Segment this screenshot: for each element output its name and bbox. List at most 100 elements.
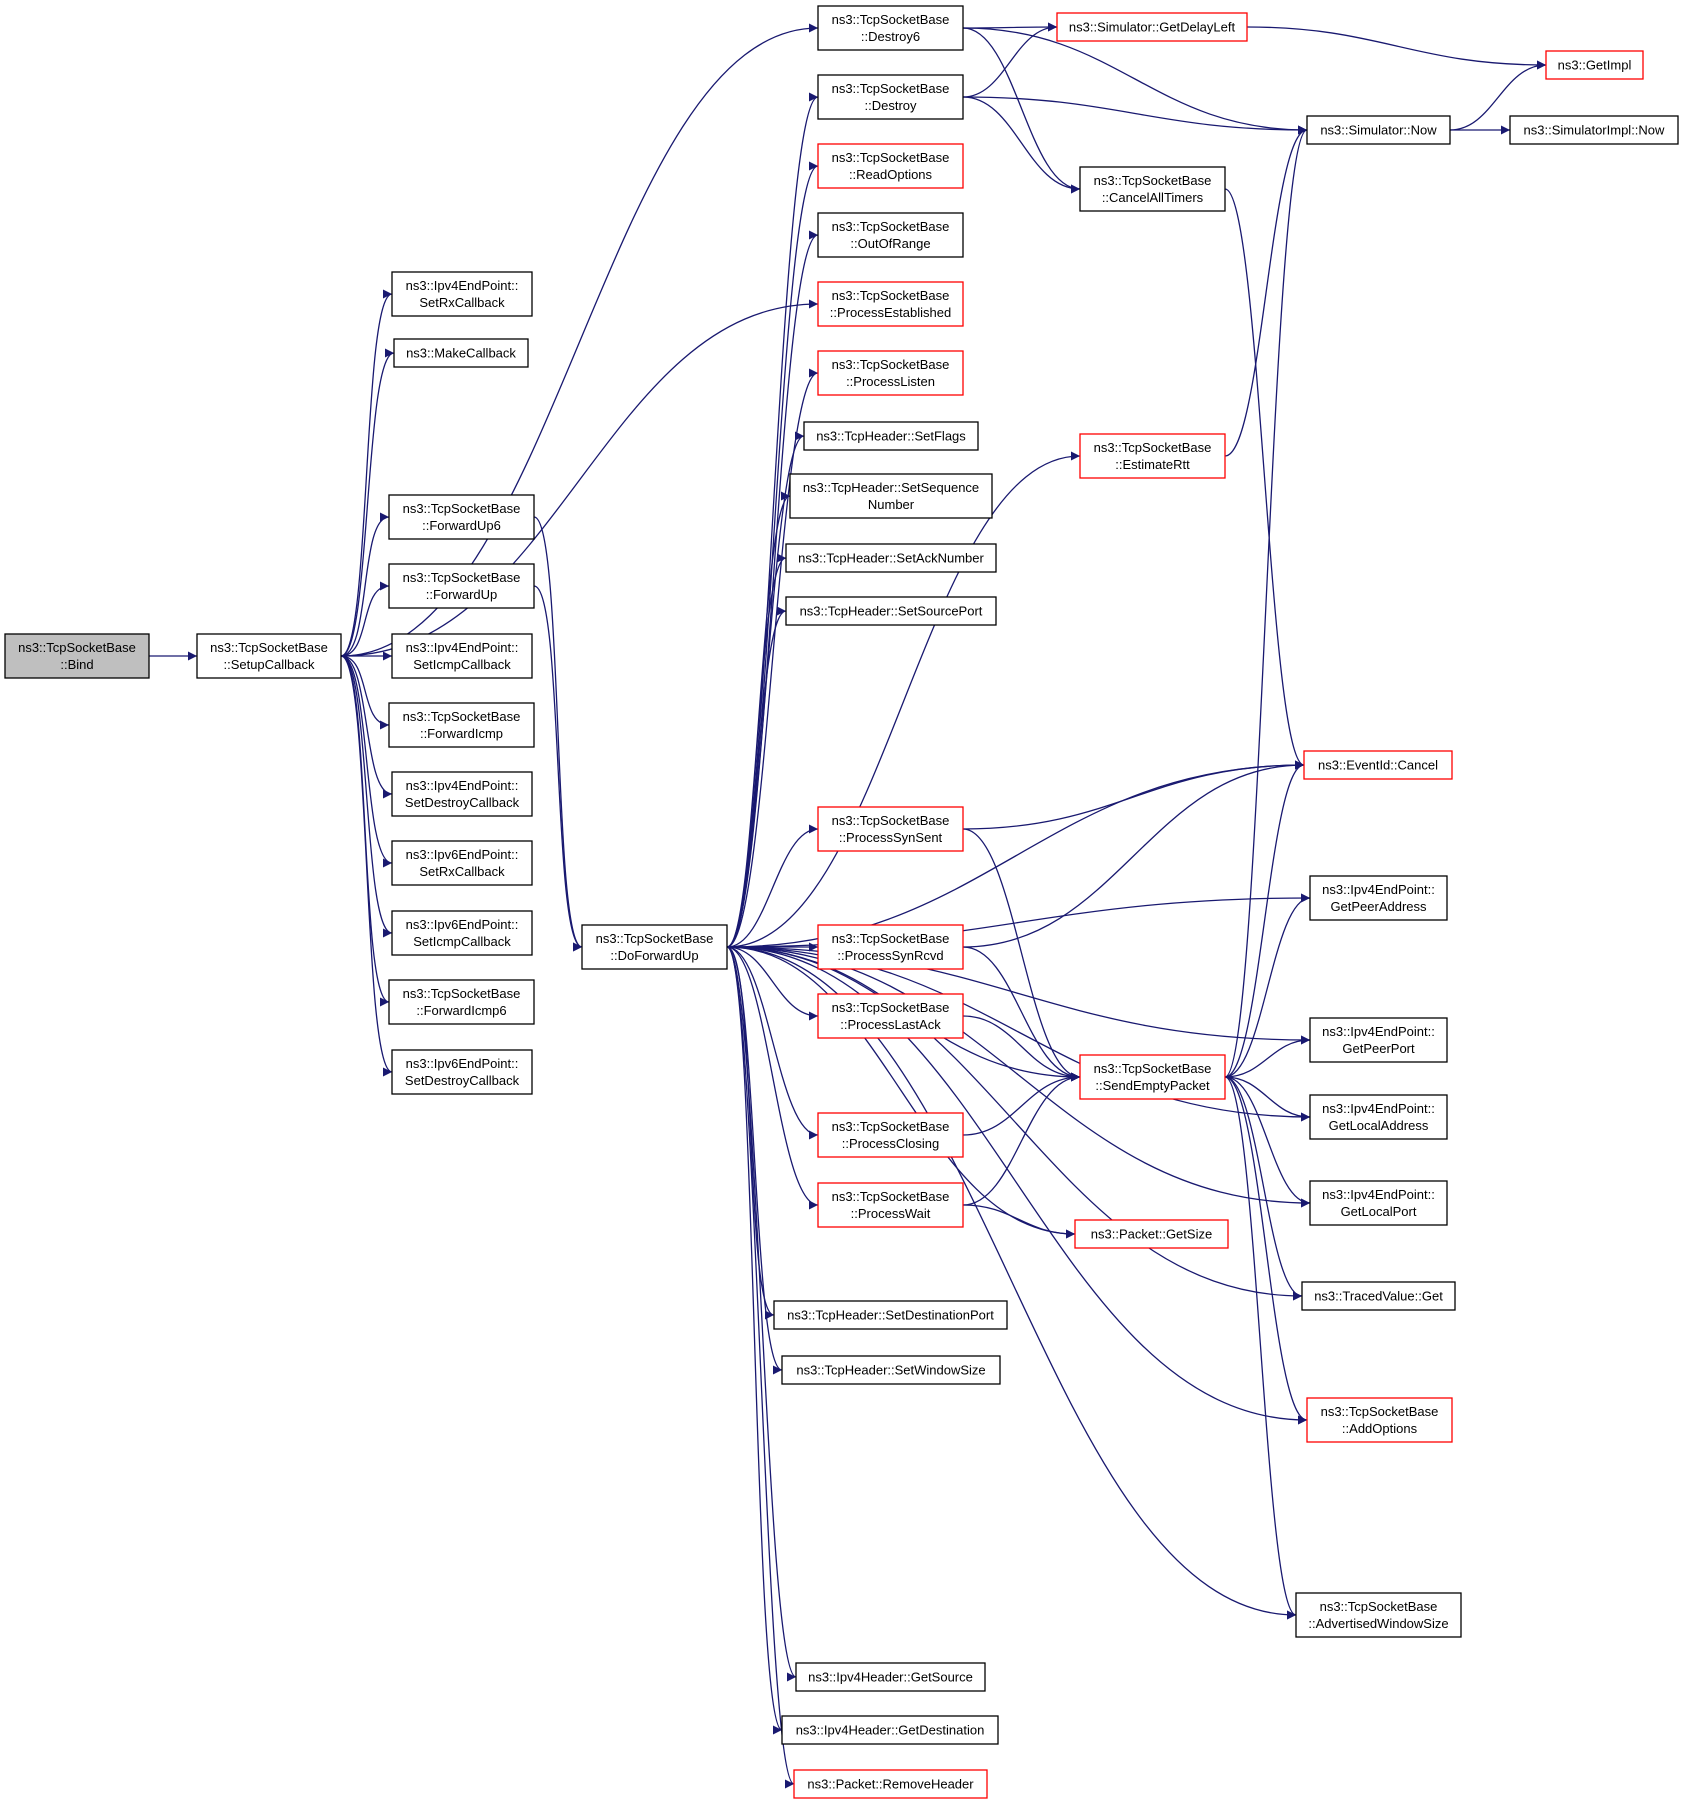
node-label: ::SetupCallback — [223, 657, 315, 672]
node-process-established[interactable]: ns3::TcpSocketBase::ProcessEstablished — [817, 281, 964, 327]
node-send-empty-packet[interactable]: ns3::TcpSocketBase::SendEmptyPacket — [1079, 1054, 1226, 1100]
edge-arrow — [340, 348, 395, 657]
node-event-id-cancel[interactable]: ns3::EventId::Cancel — [1303, 750, 1453, 780]
node-ipv4-set-destroy[interactable]: ns3::Ipv4EndPoint::SetDestroyCallback — [391, 771, 533, 817]
edge-process-closing-to-send-empty-packet — [962, 1072, 1081, 1136]
edge-do-forward-up-to-process-last-ack — [726, 946, 819, 1021]
node-label: ns3::TcpSocketBase — [403, 570, 521, 585]
node-label: ::ReadOptions — [849, 167, 933, 182]
edge-arrow — [962, 96, 1308, 135]
node-ipv4-set-icmp[interactable]: ns3::Ipv4EndPoint::SetIcmpCallback — [391, 633, 533, 679]
node-label: ns3::Ipv6EndPoint:: — [406, 1056, 519, 1071]
node-label: ns3::Simulator::Now — [1320, 123, 1437, 138]
node-get-impl[interactable]: ns3::GetImpl — [1545, 50, 1644, 80]
edge-arrow — [340, 581, 390, 657]
node-simulator-now[interactable]: ns3::Simulator::Now — [1306, 115, 1451, 145]
edge-simulator-now-to-get-impl — [1449, 60, 1547, 131]
node-packet-remove-header[interactable]: ns3::Packet::RemoveHeader — [793, 1769, 988, 1799]
node-box — [4, 633, 150, 679]
node-simulator-impl-now[interactable]: ns3::SimulatorImpl::Now — [1509, 115, 1679, 145]
node-process-wait[interactable]: ns3::TcpSocketBase::ProcessWait — [817, 1182, 964, 1228]
edge-arrow — [1224, 1076, 1303, 1301]
node-box — [803, 421, 979, 451]
node-label: ::Bind — [60, 657, 93, 672]
node-get-peer-address[interactable]: ns3::Ipv4EndPoint::GetPeerAddress — [1309, 875, 1448, 921]
node-estimate-rtt[interactable]: ns3::TcpSocketBase::EstimateRtt — [1079, 433, 1226, 479]
edge-arrow — [726, 946, 819, 1210]
node-get-peer-port[interactable]: ns3::Ipv4EndPoint::GetPeerPort — [1309, 1017, 1448, 1063]
edge-arrow — [1224, 125, 1308, 457]
node-label: ns3::TcpHeader::SetDestinationPort — [787, 1308, 994, 1323]
node-set-ack-number[interactable]: ns3::TcpHeader::SetAckNumber — [785, 543, 997, 573]
node-label: ns3::Simulator::GetDelayLeft — [1069, 20, 1236, 35]
node-setup-callback[interactable]: ns3::TcpSocketBase::SetupCallback — [196, 633, 342, 679]
edge-setup-callback-to-forward-icmp — [340, 655, 390, 730]
node-forward-icmp[interactable]: ns3::TcpSocketBase::ForwardIcmp — [388, 702, 535, 748]
node-packet-get-size[interactable]: ns3::Packet::GetSize — [1074, 1219, 1229, 1249]
node-process-syn-sent[interactable]: ns3::TcpSocketBase::ProcessSynSent — [817, 806, 964, 852]
node-add-options[interactable]: ns3::TcpSocketBase::AddOptions — [1306, 1397, 1453, 1443]
node-process-closing[interactable]: ns3::TcpSocketBase::ProcessClosing — [817, 1112, 964, 1158]
edge-arrow — [1224, 1076, 1311, 1208]
node-ipv6-set-destroy[interactable]: ns3::Ipv6EndPoint::SetDestroyCallback — [391, 1049, 533, 1095]
node-set-source-port[interactable]: ns3::TcpHeader::SetSourcePort — [785, 596, 997, 626]
node-destroy[interactable]: ns3::TcpSocketBase::Destroy — [817, 74, 964, 120]
edge-arrow — [1224, 1076, 1311, 1122]
node-label: ns3::TcpSocketBase — [18, 640, 136, 655]
node-label: ::AdvertisedWindowSize — [1308, 1616, 1448, 1631]
node-box — [391, 271, 533, 317]
node-label: ns3::SimulatorImpl::Now — [1524, 123, 1665, 138]
node-bind[interactable]: ns3::TcpSocketBase::Bind — [4, 633, 150, 679]
node-get-local-port[interactable]: ns3::Ipv4EndPoint::GetLocalPort — [1309, 1180, 1448, 1226]
edge-arrow — [726, 553, 787, 948]
node-label: ns3::TcpSocketBase — [832, 1000, 950, 1015]
node-forward-up6[interactable]: ns3::TcpSocketBase::ForwardUp6 — [388, 494, 535, 540]
node-label: ns3::TcpSocketBase — [403, 986, 521, 1001]
edge-arrow — [726, 946, 819, 1021]
node-traced-value-get[interactable]: ns3::TracedValue::Get — [1301, 1281, 1456, 1311]
node-out-of-range[interactable]: ns3::TcpSocketBase::OutOfRange — [817, 212, 964, 258]
edge-do-forward-up-to-set-destination-port — [726, 946, 775, 1320]
node-set-destination-port[interactable]: ns3::TcpHeader::SetDestinationPort — [773, 1300, 1008, 1330]
node-ipv6-set-icmp[interactable]: ns3::Ipv6EndPoint::SetIcmpCallback — [391, 910, 533, 956]
node-label: GetPeerAddress — [1330, 899, 1427, 914]
node-ipv6-set-rx[interactable]: ns3::Ipv6EndPoint::SetRxCallback — [391, 840, 533, 886]
node-forward-icmp6[interactable]: ns3::TcpSocketBase::ForwardIcmp6 — [388, 979, 535, 1025]
node-label: ::EstimateRtt — [1115, 457, 1190, 472]
node-label: ::ProcessLastAck — [840, 1017, 941, 1032]
node-ipv4-get-source[interactable]: ns3::Ipv4Header::GetSource — [795, 1662, 986, 1692]
node-destroy6[interactable]: ns3::TcpSocketBase::Destroy6 — [817, 5, 964, 51]
node-label: ns3::TcpHeader::SetSourcePort — [800, 604, 983, 619]
node-ipv4-get-destination[interactable]: ns3::Ipv4Header::GetDestination — [781, 1715, 999, 1745]
node-read-options[interactable]: ns3::TcpSocketBase::ReadOptions — [817, 143, 964, 189]
node-box — [817, 993, 964, 1039]
node-set-flags[interactable]: ns3::TcpHeader::SetFlags — [803, 421, 979, 451]
node-label: ns3::MakeCallback — [406, 346, 516, 361]
edge-send-empty-packet-to-event-id-cancel — [1224, 760, 1305, 1078]
node-process-listen[interactable]: ns3::TcpSocketBase::ProcessListen — [817, 350, 964, 396]
node-box — [817, 74, 964, 120]
node-process-last-ack[interactable]: ns3::TcpSocketBase::ProcessLastAck — [817, 993, 964, 1039]
node-box — [1309, 875, 1448, 921]
node-cancel-all-timers[interactable]: ns3::TcpSocketBase::CancelAllTimers — [1079, 166, 1226, 212]
node-label: ns3::TcpHeader::SetWindowSize — [796, 1363, 985, 1378]
node-ipv4-set-rx[interactable]: ns3::Ipv4EndPoint::SetRxCallback — [391, 271, 533, 317]
node-box — [781, 1355, 1001, 1385]
edge-arrow — [962, 760, 1305, 830]
node-label: ::ForwardUp — [426, 587, 498, 602]
node-make-callback[interactable]: ns3::MakeCallback — [393, 338, 529, 368]
node-set-window-size[interactable]: ns3::TcpHeader::SetWindowSize — [781, 1355, 1001, 1385]
node-get-delay-left[interactable]: ns3::Simulator::GetDelayLeft — [1056, 12, 1248, 42]
node-get-local-address[interactable]: ns3::Ipv4EndPoint::GetLocalAddress — [1309, 1094, 1448, 1140]
node-advertised-window-size[interactable]: ns3::TcpSocketBase::AdvertisedWindowSize — [1295, 1592, 1462, 1638]
edge-estimate-rtt-to-simulator-now — [1224, 125, 1308, 457]
node-box — [581, 924, 728, 970]
edge-arrow — [1224, 1076, 1297, 1620]
node-process-syn-rcvd[interactable]: ns3::TcpSocketBase::ProcessSynRcvd — [817, 924, 964, 970]
edge-destroy6-to-simulator-now — [962, 27, 1308, 135]
node-do-forward-up[interactable]: ns3::TcpSocketBase::DoForwardUp — [581, 924, 728, 970]
node-forward-up[interactable]: ns3::TcpSocketBase::ForwardUp — [388, 563, 535, 609]
edge-do-forward-up-to-process-wait — [726, 946, 819, 1210]
node-label: ns3::TcpSocketBase — [832, 288, 950, 303]
